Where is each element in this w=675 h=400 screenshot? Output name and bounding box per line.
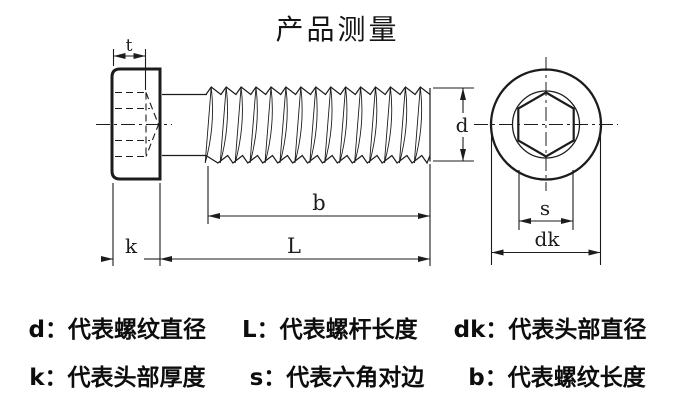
- legend-row-1: d：代表螺纹直径 L：代表螺杆长度 dk：代表头部直径: [0, 310, 675, 344]
- dim-label-L: L: [287, 234, 301, 258]
- legend-item-k: k：代表头部厚度: [29, 365, 206, 391]
- dimension-s: s: [518, 170, 574, 230]
- dimension-dk: dk: [490, 128, 602, 265]
- dim-label-k: k: [125, 234, 138, 258]
- hex-socket: [517, 91, 575, 158]
- legend-item-L: L：代表螺杆长度: [242, 317, 418, 343]
- dimension-t: t: [112, 36, 147, 90]
- dimension-L: L: [159, 164, 431, 266]
- legend-item-dk: dk：代表头部直径: [453, 317, 647, 343]
- legend-item-s: s：代表六角对边: [249, 365, 425, 391]
- dim-label-t: t: [126, 36, 133, 56]
- page-title: 产品测量: [275, 13, 400, 46]
- thread-profile: [205, 86, 431, 165]
- dim-label-b: b: [312, 191, 325, 215]
- dim-label-s: s: [540, 196, 550, 220]
- legend-row-2: k：代表头部厚度 s：代表六角对边 b：代表螺纹长度: [0, 358, 675, 392]
- dim-label-dk: dk: [535, 227, 561, 251]
- end-view: s dk: [474, 57, 618, 265]
- side-view: t d b L: [96, 36, 474, 266]
- legend-item-b: b：代表螺纹长度: [468, 365, 646, 391]
- dimension-k: k: [101, 183, 160, 266]
- shank: [162, 93, 207, 157]
- thread-flank-lines: [204, 86, 423, 164]
- dim-label-d: d: [456, 113, 469, 137]
- dimension-d: d: [433, 87, 474, 162]
- dimension-b: b: [207, 166, 430, 224]
- end-view-centerlines: [474, 57, 618, 191]
- legend-item-d: d：代表螺纹直径: [28, 317, 207, 343]
